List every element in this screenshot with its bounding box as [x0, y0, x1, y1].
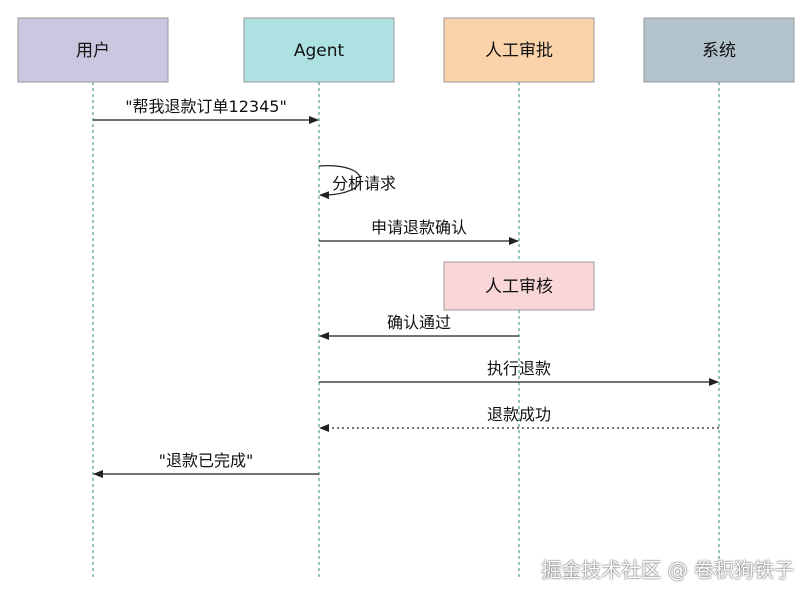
participant-box-approval — [443, 17, 595, 83]
message-arrow-m2 — [318, 165, 361, 200]
activation-note-label: 人工审核 — [485, 277, 553, 297]
message-label-m5: 执行退款 — [487, 359, 551, 378]
message-label-m4: 确认通过 — [387, 313, 451, 332]
message-m6: 退款成功 — [319, 405, 719, 432]
message-label-m6: 退款成功 — [487, 405, 551, 424]
participant-box-system — [643, 17, 795, 83]
message-m3: 申请退款确认 — [319, 218, 519, 245]
participant-box-agent — [243, 17, 395, 83]
message-label-m7: "退款已完成" — [159, 451, 254, 470]
participant-label-approval: 人工审批 — [485, 41, 553, 61]
participant-label-user: 用户 — [76, 41, 110, 61]
activation-note-box — [443, 261, 595, 311]
participant-approval: 人工审批 — [443, 17, 595, 83]
watermark-text: 掘金技术社区 @ 卷积狗铁子 — [541, 558, 794, 582]
message-m2: 分析请求 — [318, 165, 396, 200]
message-label-m1: "帮我退款订单12345" — [125, 97, 287, 116]
message-label-m3: 申请退款确认 — [371, 218, 467, 237]
message-m4: 确认通过 — [319, 313, 519, 340]
message-m5: 执行退款 — [319, 359, 719, 386]
message-label-m2: 分析请求 — [332, 174, 396, 193]
message-m1: "帮我退款订单12345" — [93, 97, 319, 124]
participant-label-system: 系统 — [702, 41, 736, 61]
activation-note: 人工审核 — [443, 261, 595, 311]
participant-label-agent: Agent — [294, 41, 345, 61]
participant-box-user — [17, 17, 169, 83]
participant-system: 系统 — [643, 17, 795, 83]
participant-user: 用户 — [17, 17, 169, 83]
participant-agent: Agent — [243, 17, 395, 83]
message-m7: "退款已完成" — [93, 451, 319, 478]
